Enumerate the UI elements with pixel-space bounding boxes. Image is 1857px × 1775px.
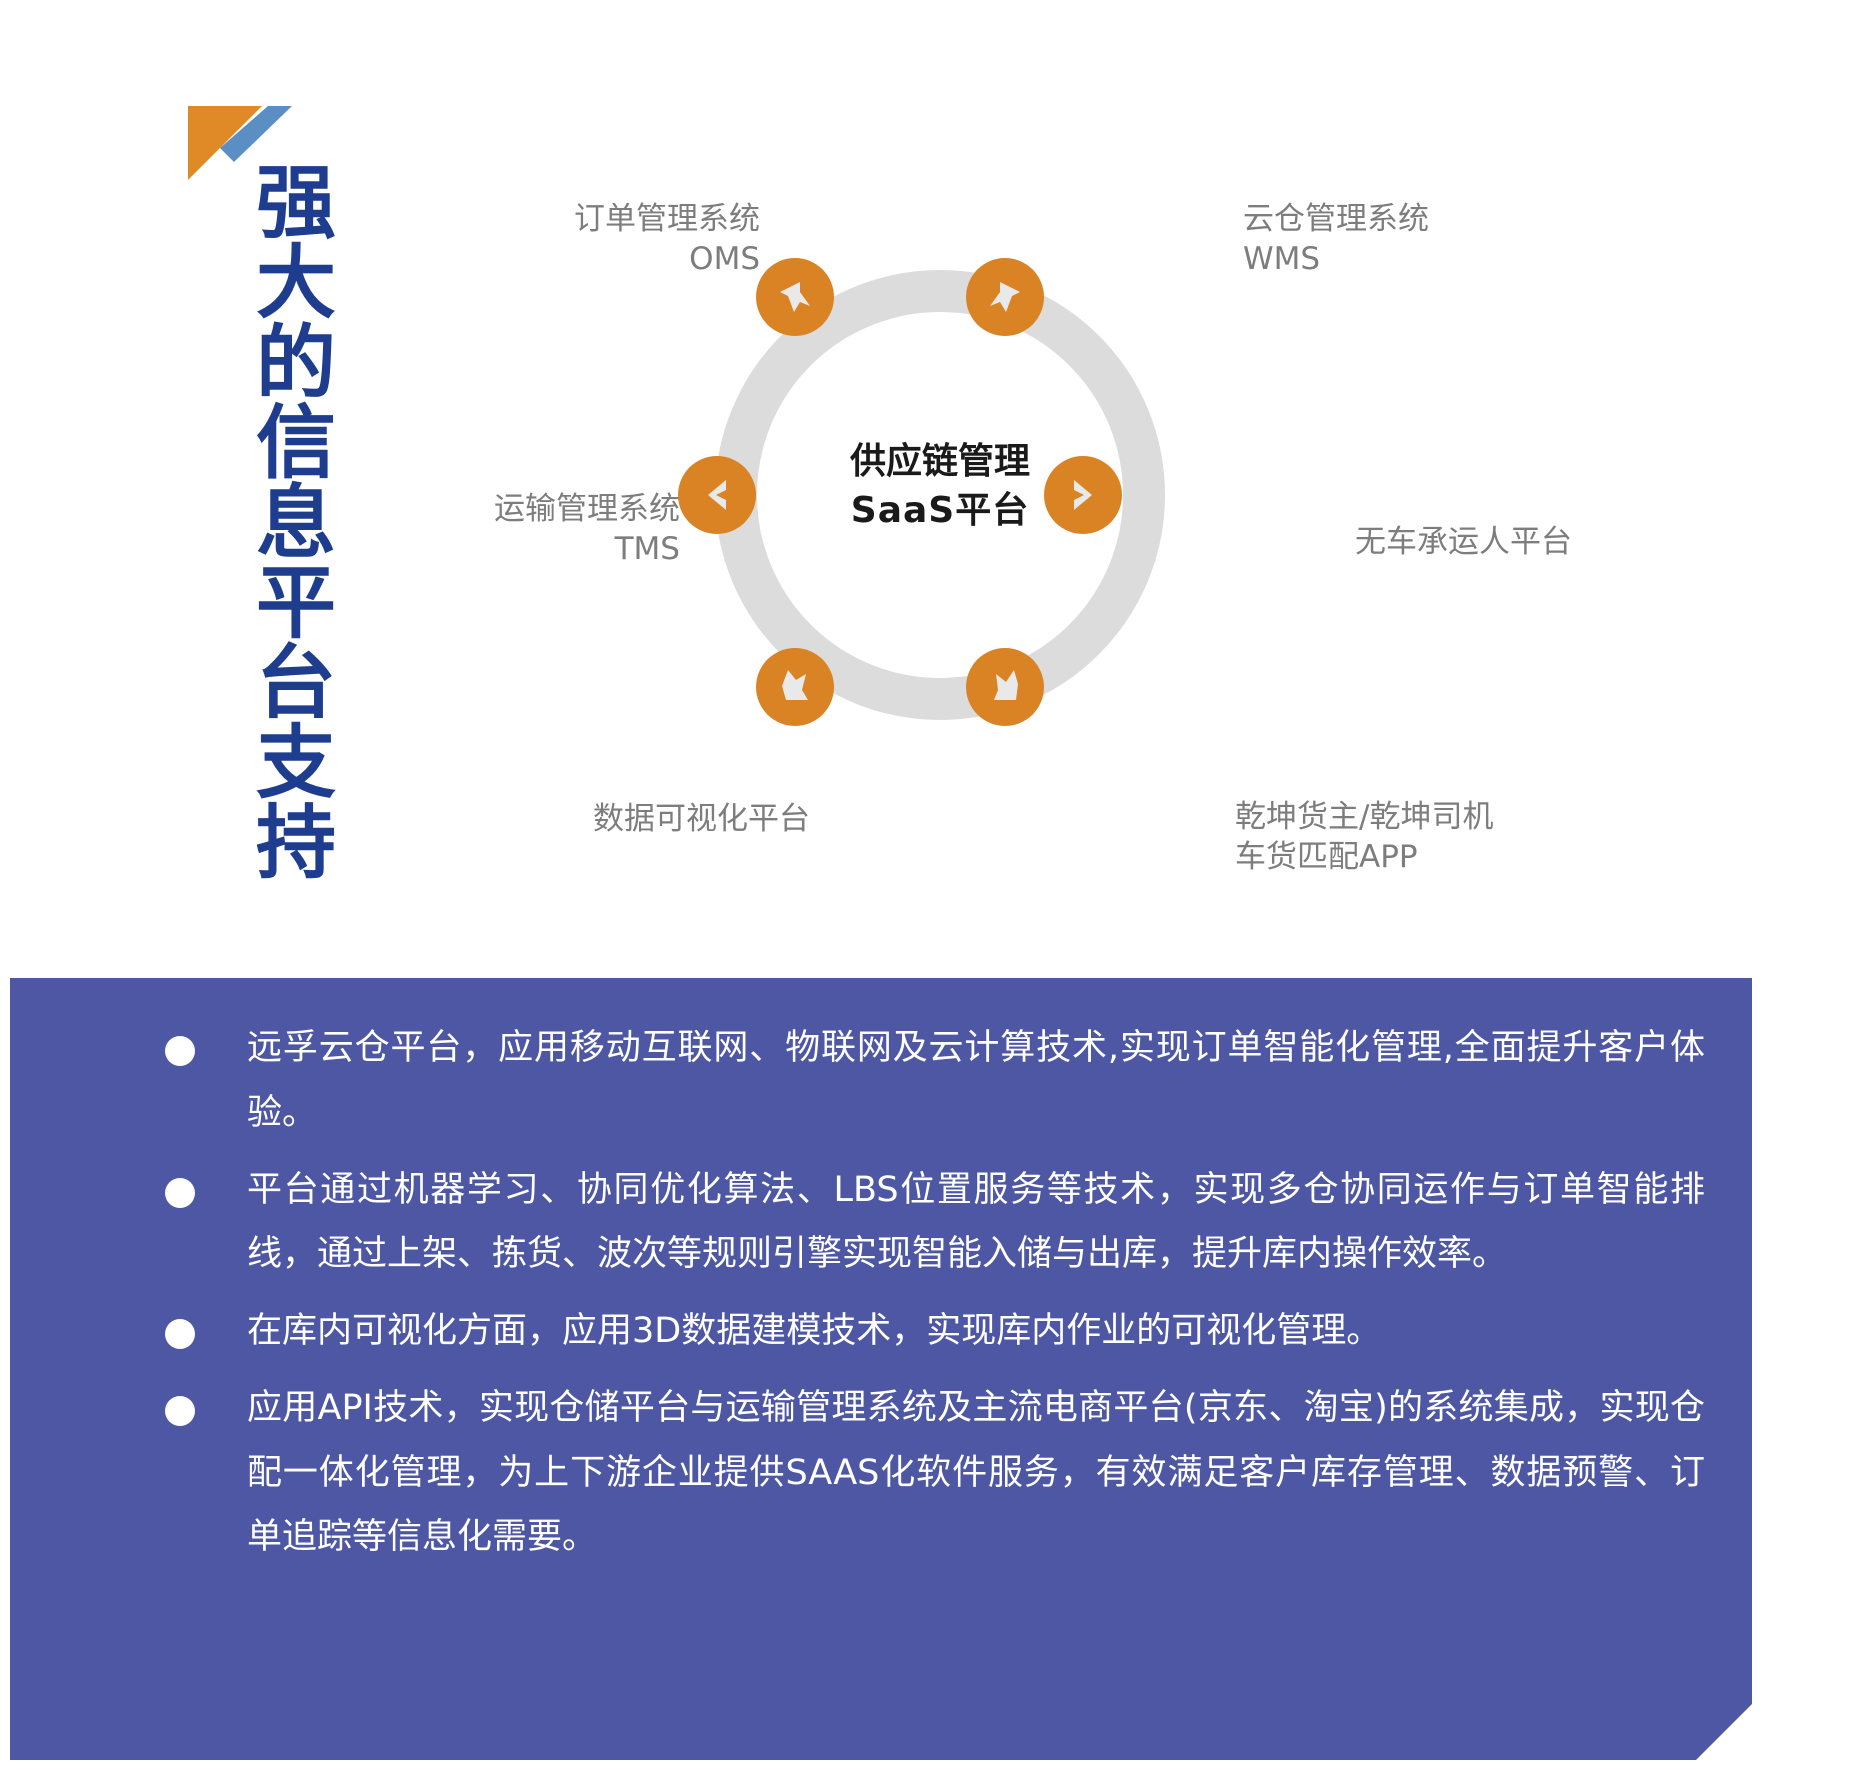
label-oms-main: 订单管理系统 xyxy=(574,201,760,237)
label-tms-sub: TMS xyxy=(614,530,680,567)
label-tms-main: 运输管理系统 xyxy=(494,491,680,527)
label-wms-main: 云仓管理系统 xyxy=(1243,201,1429,237)
chevron-left-icon xyxy=(696,474,738,516)
label-dv-main: 数据可视化平台 xyxy=(593,801,810,837)
diagram-center-label: 供应链管理 SaaS平台 xyxy=(715,438,1165,535)
label-ncyp-main: 无车承运人平台 xyxy=(1355,524,1572,560)
bullet-list: 远孚云仓平台，应用移动互联网、物联网及云计算技术,实现订单智能化管理,全面提升客… xyxy=(165,1016,1705,1582)
description-panel: 远孚云仓平台，应用移动互联网、物联网及云计算技术,实现订单智能化管理,全面提升客… xyxy=(10,978,1752,1760)
bullet-text: 平台通过机器学习、协同优化算法、LBS位置服务等技术，实现多仓协同运作与订单智能… xyxy=(247,1169,1705,1275)
list-item: 在库内可视化方面，应用3D数据建模技术，实现库内作业的可视化管理。 xyxy=(165,1299,1705,1364)
label-data-visualization: 数据可视化平台 xyxy=(250,800,810,840)
node-wms[interactable] xyxy=(966,258,1044,336)
label-app-sub: 车货匹配APP xyxy=(1235,838,1418,875)
bullet-text: 应用API技术，实现仓储平台与运输管理系统及主流电商平台(京东、淘宝)的系统集成… xyxy=(247,1387,1705,1558)
arrow-down-right-icon xyxy=(984,666,1026,708)
node-app[interactable] xyxy=(966,648,1044,726)
bullet-dot-icon xyxy=(165,1036,195,1066)
bullet-dot-icon xyxy=(165,1178,195,1208)
arrow-down-left-icon xyxy=(774,666,816,708)
supply-chain-circle-diagram: 供应链管理 SaaS平台 xyxy=(678,258,1165,726)
bullet-dot-icon xyxy=(165,1319,195,1349)
list-item: 应用API技术，实现仓储平台与运输管理系统及主流电商平台(京东、淘宝)的系统集成… xyxy=(165,1376,1705,1570)
bullet-text: 在库内可视化方面，应用3D数据建模技术，实现库内作业的可视化管理。 xyxy=(247,1311,1382,1351)
center-line-2: SaaS平台 xyxy=(850,489,1030,531)
arrow-up-right-icon xyxy=(984,276,1026,318)
list-item: 平台通过机器学习、协同优化算法、LBS位置服务等技术，实现多仓协同运作与订单智能… xyxy=(165,1158,1705,1288)
label-tms: 运输管理系统 TMS xyxy=(180,490,680,569)
label-ncyp: 无车承运人平台 xyxy=(1355,523,1572,563)
label-oms: 订单管理系统 OMS xyxy=(320,200,760,279)
node-tms[interactable] xyxy=(678,456,756,534)
label-qiankun-app: 乾坤货主/乾坤司机 车货匹配APP xyxy=(1235,798,1493,877)
node-dv[interactable] xyxy=(756,648,834,726)
bullet-dot-icon xyxy=(165,1396,195,1426)
bullet-text: 远孚云仓平台，应用移动互联网、物联网及云计算技术,实现订单智能化管理,全面提升客… xyxy=(247,1028,1705,1133)
node-ncyp[interactable] xyxy=(1044,456,1122,534)
center-line-1: 供应链管理 xyxy=(849,441,1030,482)
top-section: 强大的信息平台支持 供应链管理 SaaS平台 xyxy=(180,100,1572,880)
arrow-up-left-icon xyxy=(774,276,816,318)
page-title: 强大的信息平台支持 xyxy=(243,160,336,880)
node-oms[interactable] xyxy=(756,258,834,336)
label-oms-sub: OMS xyxy=(689,240,760,277)
label-wms: 云仓管理系统 WMS xyxy=(1243,200,1429,279)
list-item: 远孚云仓平台，应用移动互联网、物联网及云计算技术,实现订单智能化管理,全面提升客… xyxy=(165,1016,1705,1146)
chevron-right-icon xyxy=(1062,474,1104,516)
triangle-logo-icon xyxy=(182,100,292,180)
label-app-main: 乾坤货主/乾坤司机 xyxy=(1235,799,1494,835)
label-wms-sub: WMS xyxy=(1243,240,1321,277)
